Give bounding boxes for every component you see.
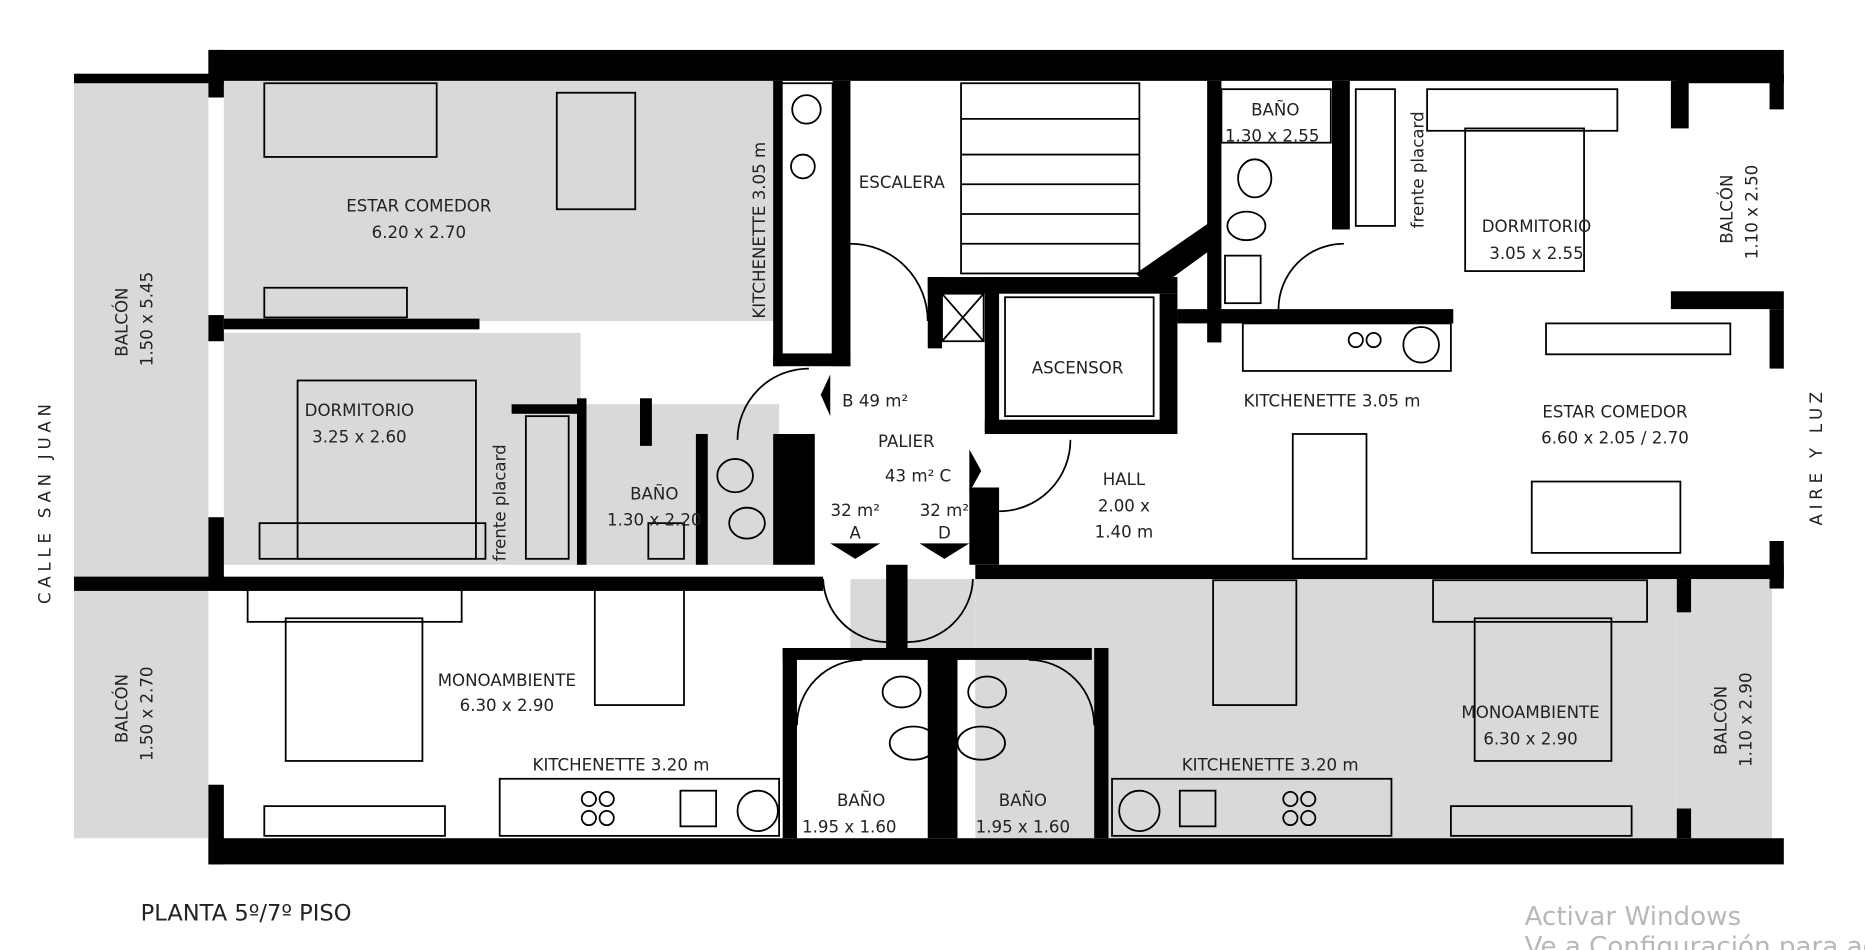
tv-stand-bottom-right — [1450, 805, 1633, 837]
palier-label: PALIER — [878, 432, 935, 451]
balcon-tr-name: BALCÓN — [1718, 175, 1737, 244]
balcon-bl-dim: 1.50 x 2.70 — [138, 666, 157, 760]
kitchenette-tl-label: KITCHENETTE 3.05 m — [750, 142, 769, 319]
kitchenette-counter-bottom-left — [498, 777, 781, 837]
balcony-top-left-area — [74, 73, 209, 580]
placard-tr-label: frente placard — [1409, 111, 1428, 228]
balcon-tl-name: BALCÓN — [113, 288, 132, 357]
bano-tr-name: BAÑO — [1251, 100, 1299, 119]
hall-name: HALL — [1103, 470, 1146, 489]
dormitorio-tr-name: DORMITORIO — [1482, 217, 1591, 236]
mono-l-dim: 6.30 x 2.90 — [460, 696, 554, 715]
estar-r-name: ESTAR COMEDOR — [1542, 402, 1688, 421]
kitchenette-counter-right — [1241, 322, 1452, 372]
palier-floor-area — [850, 579, 976, 651]
hall-dim1: 2.00 x — [1098, 496, 1150, 515]
bed-bottom-left — [284, 617, 424, 762]
balcon-br-dim: 1.10 x 2.90 — [1737, 672, 1756, 766]
bed-headboard-bottom-right — [1432, 579, 1648, 623]
dormitorio-l-name: DORMITORIO — [305, 401, 414, 420]
arrow-b-icon — [820, 374, 831, 417]
dining-table-bottom-left — [593, 579, 685, 706]
tv-stand-bottom-left — [263, 805, 446, 837]
balcon-br-name: BALCÓN — [1712, 686, 1731, 755]
bano-l-dim: 1.30 x 2.20 — [607, 511, 701, 530]
aire-y-luz-label: AIRE Y LUZ — [1807, 387, 1826, 525]
elevator-cabin — [1004, 296, 1155, 418]
dining-table-right — [1291, 433, 1368, 560]
bano-tr-dim: 1.30 x 2.55 — [1225, 126, 1319, 145]
sofa-right — [1530, 480, 1682, 554]
door-swing — [850, 242, 929, 322]
stairs — [960, 82, 1141, 275]
dormitorio-l-dim: 3.25 x 2.60 — [312, 427, 406, 446]
bano-bl-name: BAÑO — [837, 791, 885, 810]
estar-r-dim: 6.60 x 2.05 / 2.70 — [1541, 428, 1689, 447]
estar-comedor-left-area — [223, 80, 780, 322]
balcon-tl-dim: 1.50 x 5.45 — [138, 272, 157, 366]
unit-a-area: 32 m² — [831, 501, 880, 520]
mono-l-name: MONOAMBIENTE — [438, 671, 576, 690]
unit-b-label: B 49 m² — [842, 392, 908, 411]
bed-bottom-right — [1473, 617, 1613, 762]
bano-bl-dim: 1.95 x 1.60 — [802, 817, 896, 836]
street-label: CALLE SAN JUAN — [35, 399, 54, 604]
activation-watermark-subtitle: Ve a Configuración para activar Windows. — [1525, 932, 1865, 950]
ascensor-label: ASCENSOR — [1032, 358, 1124, 377]
unit-c-label: 43 m² C — [885, 467, 951, 486]
elevator-shaft — [941, 292, 985, 343]
balcony-bottom-right-area — [1676, 579, 1772, 839]
activation-watermark-title: Activar Windows — [1525, 902, 1742, 932]
tv-stand-top-left — [263, 286, 408, 319]
plan-title: PLANTA 5º/7º PISO — [141, 900, 352, 926]
unit-d-letter: D — [938, 524, 951, 543]
bed-headboard-right — [1426, 88, 1619, 132]
unit-d-area: 32 m² — [920, 501, 969, 520]
dining-table-bottom-right — [1212, 579, 1298, 706]
balcony-bottom-left-area — [74, 590, 209, 839]
sofa-top-left — [263, 82, 438, 158]
arrow-a-icon — [830, 543, 881, 559]
kitchenette-bl-label: KITCHENETTE 3.20 m — [533, 755, 710, 774]
tv-stand-right — [1545, 322, 1732, 356]
hall-dim2: 1.40 m — [1095, 522, 1154, 541]
escalera-label: ESCALERA — [859, 173, 946, 192]
bano-l-name: BAÑO — [630, 484, 678, 503]
estar-tl-dim: 6.20 x 2.70 — [372, 223, 466, 242]
fixtures — [246, 82, 1732, 837]
bed-headboard-left — [258, 522, 487, 560]
bano-br-name: BAÑO — [999, 791, 1047, 810]
placard-left — [524, 415, 570, 560]
balcon-tr-dim: 1.10 x 2.50 — [1743, 165, 1762, 259]
kitchenette-counter-bottom-right — [1111, 777, 1393, 837]
placard-l-label: frente placard — [491, 444, 510, 561]
dining-table-top-left — [555, 91, 637, 211]
bano-br-dim: 1.95 x 1.60 — [976, 817, 1070, 836]
kitchenette-r-label: KITCHENETTE 3.05 m — [1244, 392, 1421, 411]
kitchenette-counter-top-left — [778, 82, 834, 356]
balcon-bl-name: BALCÓN — [113, 674, 132, 743]
mono-r-name: MONOAMBIENTE — [1461, 703, 1599, 722]
kitchenette-br-label: KITCHENETTE 3.20 m — [1182, 755, 1359, 774]
bed-right — [1464, 127, 1585, 272]
shaded-areas — [74, 73, 1772, 839]
bed-headboard-bottom-left — [246, 579, 463, 623]
dormitorio-tr-dim: 3.05 x 2.55 — [1489, 244, 1583, 263]
arrow-c-icon — [969, 449, 982, 493]
estar-tl-name: ESTAR COMEDOR — [346, 197, 492, 216]
unit-a-letter: A — [850, 524, 862, 543]
bano-right-tub — [1220, 88, 1332, 144]
arrow-d-icon — [919, 543, 970, 559]
mono-r-dim: 6.30 x 2.90 — [1483, 729, 1577, 748]
labels: ESTAR COMEDOR 6.20 x 2.70 KITCHENETTE 3.… — [35, 100, 1865, 950]
placard-right — [1354, 88, 1396, 227]
